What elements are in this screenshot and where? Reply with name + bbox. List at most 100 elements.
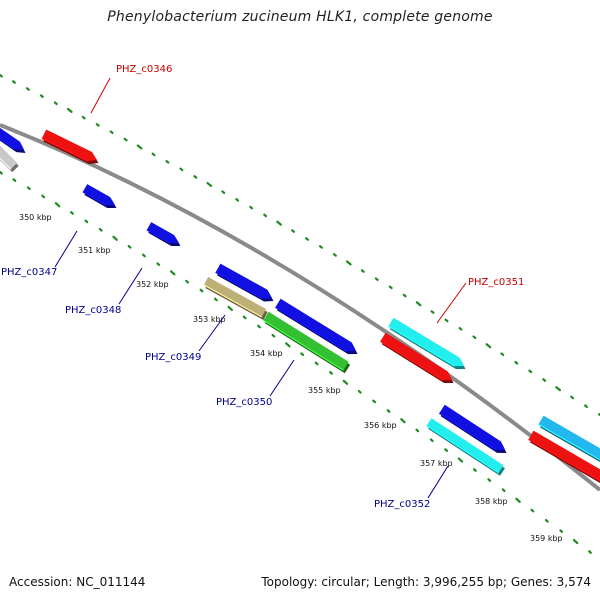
tick-dot xyxy=(11,80,16,84)
gene-label[interactable]: PHZ_c0347 xyxy=(1,267,57,278)
tick-dot xyxy=(25,87,30,91)
tick-dot xyxy=(415,301,422,307)
tick-dot xyxy=(169,270,176,276)
tick-dot xyxy=(386,409,391,413)
gene-phz-c0348[interactable] xyxy=(146,222,181,246)
scale-tick-label: 353 kbp xyxy=(193,315,226,324)
gene-left-edge-gray[interactable] xyxy=(0,137,19,173)
tick-dot xyxy=(141,253,146,258)
tick-dot xyxy=(0,170,3,175)
tick-dot xyxy=(271,333,276,338)
gene-phz-c0349[interactable] xyxy=(203,277,268,320)
map-title: Phenylobacterium zucineum HLK1, complete… xyxy=(107,9,493,25)
tick-dot xyxy=(26,186,31,191)
tick-dot xyxy=(95,123,100,127)
tick-dot xyxy=(41,194,46,199)
tick-dot xyxy=(221,190,226,194)
gene-blue-353[interactable] xyxy=(215,263,274,302)
tick-dot xyxy=(39,94,44,98)
gene-blue-357[interactable] xyxy=(438,404,507,453)
tick-dot xyxy=(357,389,362,394)
tick-dot xyxy=(542,378,547,382)
tick-dot xyxy=(66,107,73,113)
scale-tick-label: 354 kbp xyxy=(250,349,283,358)
tick-dot xyxy=(598,413,600,417)
tick-dot xyxy=(487,478,492,482)
gene-red-351[interactable] xyxy=(380,332,454,384)
gene-phz-c0347[interactable] xyxy=(82,184,117,208)
tick-dot xyxy=(530,508,535,513)
tick-dot xyxy=(199,288,204,293)
scale-tick-label: 357 kbp xyxy=(420,459,453,468)
gene-label-leader xyxy=(427,465,449,499)
tick-dot xyxy=(360,269,365,273)
tick-dot xyxy=(457,457,464,463)
gene-label-leader xyxy=(198,314,226,352)
gene-phz-c0351[interactable] xyxy=(388,317,466,370)
tick-dot xyxy=(276,220,282,226)
tick-dot xyxy=(458,326,463,331)
gene-label[interactable]: PHZ_c0352 xyxy=(374,499,430,510)
tick-dot xyxy=(242,315,247,320)
tick-dot xyxy=(402,293,407,298)
gene-labels: PHZ_c0346PHZ_c0347PHZ_c0348PHZ_c0349PHZ_… xyxy=(1,64,524,510)
tick-dot xyxy=(570,395,575,400)
tick-dot xyxy=(179,167,184,172)
scale-tick-label: 351 kbp xyxy=(78,246,111,255)
tick-dot xyxy=(285,342,291,348)
tick-dot xyxy=(151,152,156,157)
scale-tick-label: 358 kbp xyxy=(475,497,508,506)
gene-left-edge-blue[interactable] xyxy=(0,121,26,153)
gene-label[interactable]: PHZ_c0348 xyxy=(65,305,121,316)
tick-dot xyxy=(206,181,213,188)
tick-dot xyxy=(127,244,132,249)
gene-label[interactable]: PHZ_c0350 xyxy=(216,397,272,408)
tick-dot xyxy=(345,260,352,266)
tick-dot xyxy=(374,277,379,281)
genome-summary-text: Topology: circular; Length: 3,996,255 bp… xyxy=(261,575,591,589)
tick-dot xyxy=(257,324,261,329)
gene-label[interactable]: PHZ_c0351 xyxy=(468,277,524,288)
tick-dot xyxy=(165,160,170,164)
tick-dot xyxy=(54,202,61,208)
gene-label-leader xyxy=(90,77,111,114)
gene-phz-c0350[interactable] xyxy=(263,311,351,374)
tick-dot xyxy=(515,497,521,503)
tick-dot xyxy=(156,262,161,266)
tick-dot xyxy=(123,137,128,142)
tick-dot xyxy=(429,438,434,443)
tick-dot xyxy=(528,369,533,374)
gene-blue-354[interactable] xyxy=(275,298,358,355)
tick-dot xyxy=(136,144,143,150)
scale-tick-label: 352 kbp xyxy=(136,280,169,289)
tick-dot xyxy=(514,360,519,365)
tick-dot xyxy=(235,198,240,202)
tick-dot xyxy=(291,229,296,233)
tick-dot xyxy=(12,178,17,182)
tick-dot xyxy=(555,386,561,392)
gene-label[interactable]: PHZ_c0349 xyxy=(145,352,201,363)
tick-dot xyxy=(584,404,589,409)
tick-dot xyxy=(329,371,333,375)
tick-dot xyxy=(249,205,254,210)
tick-dot xyxy=(444,448,449,452)
tick-dot xyxy=(227,305,233,311)
gene-phz-c0352[interactable] xyxy=(426,418,505,476)
tick-dot xyxy=(430,310,435,314)
tick-dot xyxy=(400,418,406,424)
gene-right-red[interactable] xyxy=(528,430,600,490)
tick-dot xyxy=(70,211,74,215)
scale-tick-label: 356 kbp xyxy=(364,421,397,430)
tick-dot xyxy=(501,488,506,492)
accession-text: Accession: NC_011144 xyxy=(9,575,146,589)
gene-label-leader xyxy=(269,359,295,397)
gene-label[interactable]: PHZ_c0346 xyxy=(116,64,172,75)
tick-dot xyxy=(485,343,492,349)
tick-dot xyxy=(300,352,305,356)
scale-tick-label: 355 kbp xyxy=(308,386,341,395)
gene-right-cyan[interactable] xyxy=(538,415,600,469)
tick-dot xyxy=(388,285,393,290)
gene-phz-c0346[interactable] xyxy=(41,129,99,164)
tick-dot xyxy=(500,352,505,357)
